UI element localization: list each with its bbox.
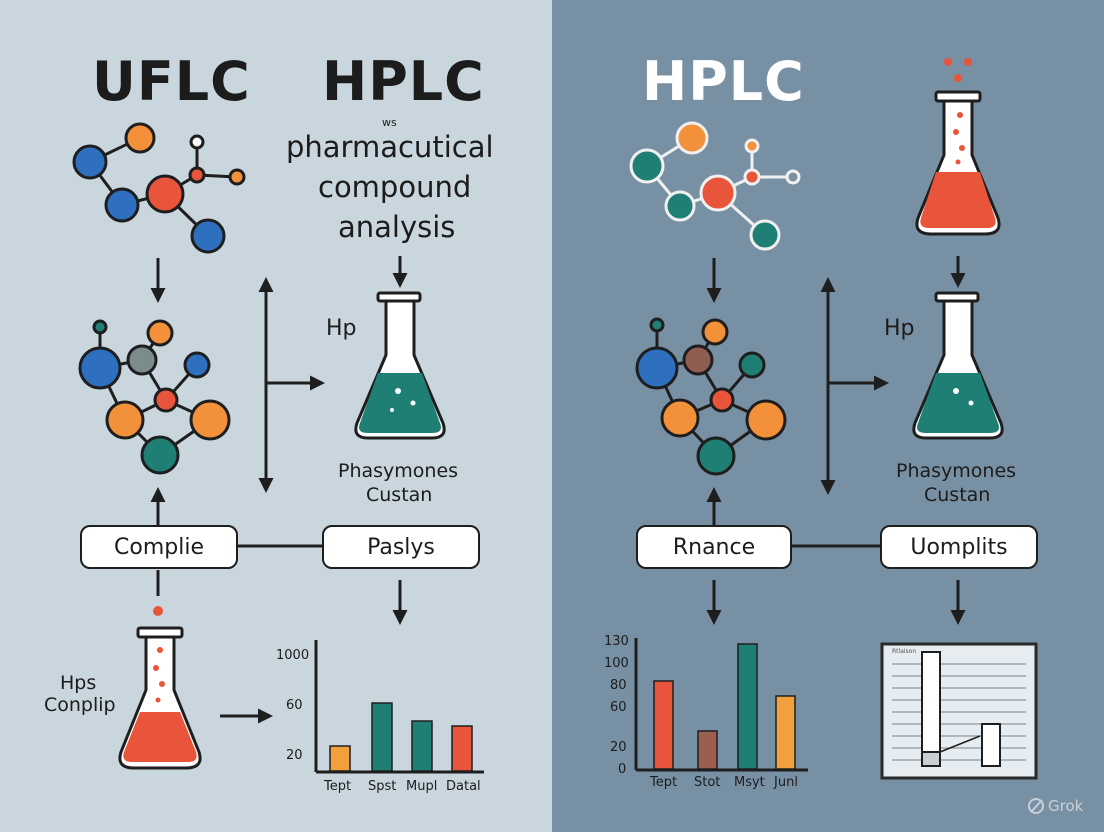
left-panel [0,0,552,832]
molecule-middle-left [78,319,231,475]
chart-right-bar-msyt [737,643,758,770]
chart-right-xtick-4: Junl [774,775,798,790]
chart-right-ytick-4: 60 [610,700,627,715]
chart-left-bar-tept [329,745,351,772]
chart-right-bar-tept [653,680,674,770]
chart-left-ytick-1: 1000 [276,648,310,663]
chart-right-ytick-3: 80 [610,678,627,693]
chart-right-ytick-2: 100 [604,656,629,671]
box-complie: Complie [80,525,238,569]
flask-label-right: Hp [884,316,915,341]
chart-left-bar-datal [451,725,473,772]
chart-right-bar-junl [775,695,796,770]
grok-watermark: Grok [1048,797,1084,815]
chart-left-xtick-2: Spst [368,779,397,794]
subtitle-line-1: pharmacutical [286,130,494,164]
chart-right-ytick-6: 0 [618,762,627,777]
molecule-middle-right [635,317,787,476]
flask-label-left: Hp [326,316,357,341]
chart-left-xtick-4: Datal [446,779,481,794]
chart-left-ytick-2: 60 [286,698,303,713]
report-document [880,642,1038,780]
title-uflc: UFLC [92,50,251,113]
flask-red-left [118,606,202,770]
molecule-top-left [72,122,246,254]
caption-right-line-2: Custan [924,484,991,506]
caption-left-line-2: Custan [366,484,433,506]
chart-left-xtick-1: Tept [324,779,352,794]
caption-left-line-1: Phasymones [338,460,459,482]
grok-logo-icon [1028,798,1044,814]
chart-left-bar-spst [371,702,393,772]
chart-left-ytick-3: 20 [286,748,303,763]
flask2-label-line-2: Conplip [44,694,116,716]
caption-right-line-1: Phasymones [896,460,1017,482]
chart-right-ytick-1: 130 [604,634,629,649]
chart-right-xtick-3: Msyt [734,775,765,790]
chart-right-bars [653,643,796,770]
flask-teal-right [912,291,1004,440]
subtitle-line-2: compound [318,170,472,204]
box-rnance: Rnance [636,525,792,569]
chart-right-axes [634,638,808,772]
flask2-label-line-1: Hps [60,672,97,694]
chart-left-axes [314,640,484,774]
box-paslys: Paslys [322,525,480,569]
chart-left-bars [329,702,473,772]
chart-right-ytick-5: 20 [610,740,627,755]
title-hplc-left: HPLC [322,50,485,113]
subtitle-line-3: analysis [338,210,456,244]
chart-right-xtick-1: Tept [650,775,678,790]
chart-right-xtick-2: Stot [694,775,721,790]
flask-red-right [915,58,1001,236]
box-uomplits: Uomplits [880,525,1038,569]
molecule-top-right [629,121,801,251]
vs-label: ws [382,116,397,129]
chart-right-bar-stot [697,730,718,770]
document-header: Rtlaison [892,648,917,655]
chart-left-xtick-3: Mupl [406,779,438,794]
chart-left-bar-mupl [411,720,433,772]
title-hplc-right: HPLC [642,50,805,113]
flask-teal-left [354,291,446,440]
